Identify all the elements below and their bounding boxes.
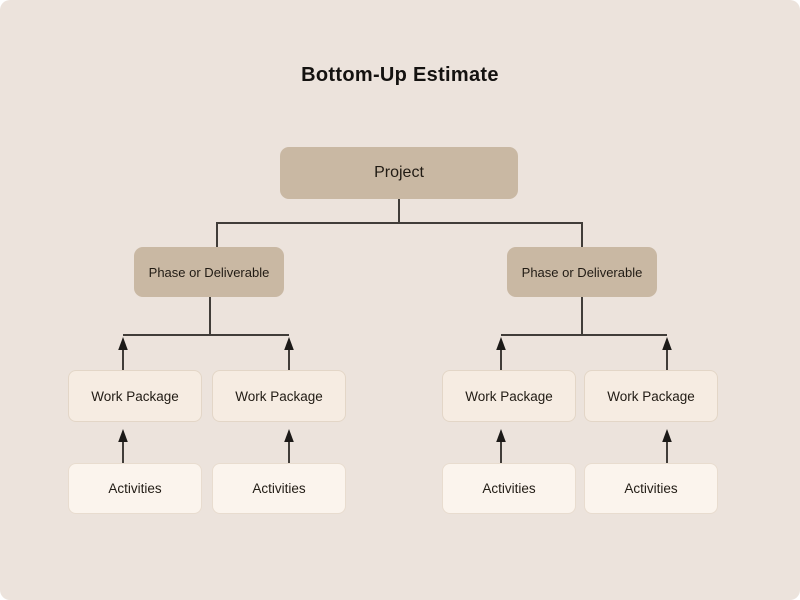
arrowhead-up-icon — [284, 429, 294, 442]
arrowhead-up-icon — [118, 429, 128, 442]
work-package-node-4: Work Package — [584, 370, 718, 422]
connector-work-packages-to-phase-left — [118, 297, 294, 370]
phase-node-left: Phase or Deliverable — [134, 247, 284, 297]
arrowhead-up-icon — [496, 429, 506, 442]
activities-node-2: Activities — [212, 463, 346, 514]
connector-work-packages-to-phase-right — [496, 297, 672, 370]
project-node: Project — [280, 147, 518, 199]
arrowhead-up-icon — [662, 337, 672, 350]
arrowhead-up-icon — [662, 429, 672, 442]
activities-node-3: Activities — [442, 463, 576, 514]
diagram-title: Bottom-Up Estimate — [301, 64, 499, 86]
activities-node-4: Activities — [584, 463, 718, 514]
connector-project-to-phases — [216, 199, 583, 247]
activities-node-1: Activities — [68, 463, 202, 514]
work-package-node-2: Work Package — [212, 370, 346, 422]
phase-node-right: Phase or Deliverable — [507, 247, 657, 297]
work-package-node-1: Work Package — [68, 370, 202, 422]
arrowhead-up-icon — [118, 337, 128, 350]
work-package-node-3: Work Package — [442, 370, 576, 422]
arrowhead-up-icon — [284, 337, 294, 350]
arrowhead-up-icon — [496, 337, 506, 350]
connector-activities-to-work-packages — [118, 429, 672, 463]
